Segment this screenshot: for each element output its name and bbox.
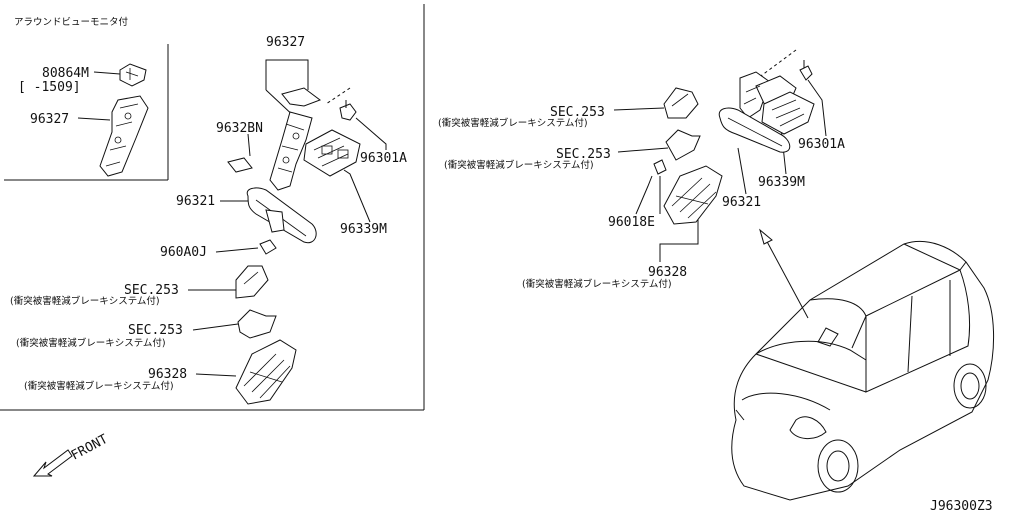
note-right-1: (衝突被害軽減ブレーキシステム付) [438, 117, 588, 129]
part-96301a-screw [339, 100, 357, 121]
part-sec253-left-1 [235, 265, 269, 299]
part-96339m-cover [303, 129, 361, 177]
part-96328-cover-right [663, 165, 723, 225]
label-date-range: [ -1509] [18, 80, 81, 95]
label-96321-left: 96321 [176, 194, 215, 209]
note-left-1: (衝突被害軽減ブレーキシステム付) [10, 295, 160, 307]
label-96321-right: 96321 [722, 195, 761, 210]
location-arrow [759, 228, 809, 319]
part-sec253-left-2 [237, 309, 277, 339]
part-96321-mirror-left [246, 187, 317, 244]
note-right-3: (衝突被害軽減ブレーキシステム付) [522, 278, 672, 290]
note-left-2: (衝突被害軽減ブレーキシステム付) [16, 337, 166, 349]
leaders-right [613, 49, 827, 262]
part-96339m-cover-right [761, 91, 815, 135]
label-96328-right: 96328 [648, 265, 687, 280]
label-sec253-right-2: SEC.253 [556, 147, 611, 162]
label-80864m: 80864M [42, 66, 89, 81]
part-sec253-right-2 [665, 129, 701, 161]
diagram-code: J96300Z3 [930, 499, 993, 512]
note-left-3: (衝突被害軽減ブレーキシステム付) [24, 380, 174, 392]
label-96327-inset: 96327 [30, 112, 69, 127]
part-96321-mirror-right [718, 107, 791, 153]
part-96327-inset-mount [77, 95, 149, 177]
part-80864m-bracket [93, 63, 147, 87]
inset-box [4, 44, 169, 181]
part-sec253-right-1 [663, 87, 699, 119]
part-96018e-clip [653, 159, 667, 175]
label-96018e: 96018E [608, 215, 655, 230]
label-96327: 96327 [266, 35, 305, 50]
label-sec253-left-2: SEC.253 [128, 323, 183, 338]
label-96328-left: 96328 [148, 367, 187, 382]
part-9632bn-pad [227, 157, 253, 173]
label-sec253-left-1: SEC.253 [124, 283, 179, 298]
label-sec253-right-1: SEC.253 [550, 105, 605, 120]
vehicle-illustration [731, 240, 995, 501]
label-96301a-right: 96301A [798, 137, 845, 152]
label-960a0j: 960A0J [160, 245, 207, 260]
label-9632bn: 9632BN [216, 121, 263, 136]
part-96327-mount [269, 87, 322, 191]
label-96339m-right: 96339M [758, 175, 805, 190]
frame-left-panel [0, 4, 425, 411]
part-96328-cover-left [235, 339, 297, 405]
label-96301a-left: 96301A [360, 151, 407, 166]
part-960a0j-clip [259, 239, 277, 255]
front-label: FRONT [69, 432, 111, 464]
section-title: アラウンドビューモニタ付 [14, 17, 129, 28]
note-right-2: (衝突被害軽減ブレーキシステム付) [444, 159, 594, 171]
label-96339m-left: 96339M [340, 222, 387, 237]
part-96301a-screw-right [799, 60, 813, 81]
front-arrow: FRONT [32, 432, 111, 477]
